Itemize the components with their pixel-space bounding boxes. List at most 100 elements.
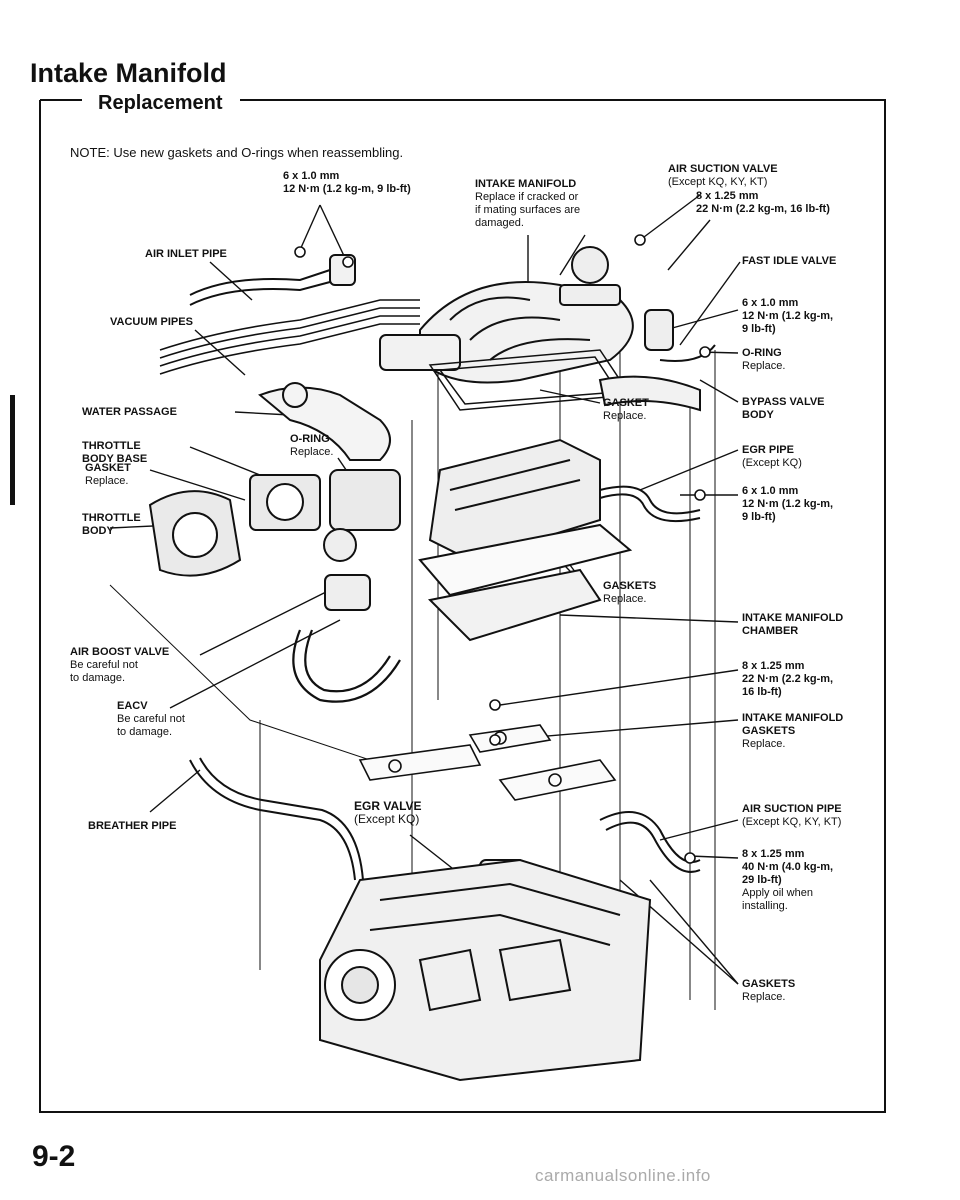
part-note: (Except KQ) (742, 457, 802, 469)
part-name: AIR SUCTION PIPE (742, 803, 842, 815)
bolt-torque: 22 N·m (2.2 kg-m, 16 lb-ft) (696, 203, 830, 215)
callout-breather-pipe: BREATHER PIPE (88, 820, 176, 833)
callout-gasket-center: GASKET Replace. (603, 397, 649, 423)
bolt-spec: 8 x 1.25 mm (742, 848, 805, 860)
part-note: damaged. (475, 217, 524, 229)
part-name: GASKET (85, 462, 131, 474)
callout-intake-manifold: INTAKE MANIFOLD Replace if cracked or if… (475, 178, 580, 230)
callout-bypass-valve-body: BYPASS VALVE BODY (742, 396, 825, 422)
part-note: Apply oil when (742, 887, 813, 899)
engine-block-shape (319, 858, 652, 1082)
vacuum-pipes-shape (159, 299, 420, 375)
fast-idle-valve-shape (644, 309, 716, 362)
callout-bolt-top-right: 8 x 1.25 mm 22 N·m (2.2 kg-m, 16 lb-ft) (696, 190, 830, 216)
callout-air-suction-pipe: AIR SUCTION PIPE (Except KQ, KY, KT) (742, 803, 842, 829)
bolt-torque: 22 N·m (2.2 kg-m, (742, 673, 834, 685)
bolt-spec: 8 x 1.25 mm (742, 660, 805, 672)
intake-manifold-gaskets-shape (358, 724, 617, 801)
part-name: GASKETS (742, 725, 796, 737)
air-inlet-pipe-shape (189, 254, 356, 306)
bolt-torque: 12 N·m (1.2 kg-m, (742, 498, 834, 510)
part-note: Replace. (742, 738, 786, 750)
callout-bolt-egr: 6 x 1.0 mm 12 N·m (1.2 kg-m, 9 lb-ft) (742, 485, 833, 524)
part-name: THROTTLE (82, 512, 141, 524)
water-passage-shape (258, 382, 391, 461)
part-name: AIR INLET PIPE (145, 248, 227, 260)
part-note: Replace. (742, 991, 786, 1003)
callout-bolt-fast-idle: 6 x 1.0 mm 12 N·m (1.2 kg-m, 9 lb-ft) (742, 297, 833, 336)
part-name: O-RING (742, 347, 782, 359)
part-name: INTAKE MANIFOLD (742, 612, 844, 624)
page-title: Intake Manifold (30, 58, 227, 88)
part-name: FAST IDLE VALVE (742, 255, 837, 267)
page-frame (39, 99, 886, 1113)
bolt-torque: 9 lb-ft) (742, 511, 776, 523)
section-heading: Replacement (90, 92, 231, 115)
callout-eacv: EACV Be careful not to damage. (117, 700, 185, 739)
callout-gasket-left: GASKET Replace. (85, 462, 131, 488)
part-note: (Except KQ, KY, KT) (742, 816, 842, 828)
callout-bolt-air-suction: 8 x 1.25 mm 40 N·m (4.0 kg-m, 29 lb-ft) … (742, 848, 833, 913)
part-note: (Except KQ) (354, 812, 420, 826)
part-name: AIR SUCTION VALVE (668, 163, 778, 175)
part-note: Replace if cracked or (475, 191, 579, 203)
part-name: GASKETS (603, 580, 657, 592)
callout-o-ring-center: O-RING Replace. (290, 433, 333, 459)
bolt-spec: 8 x 1.25 mm (696, 190, 759, 202)
callout-gaskets-bottom: GASKETS Replace. (742, 978, 795, 1004)
part-name: O-RING (290, 433, 330, 445)
callout-intake-manifold-chamber: INTAKE MANIFOLD CHAMBER (742, 612, 843, 638)
bolt-torque: 16 lb-ft) (742, 686, 782, 698)
part-name: BODY (82, 525, 114, 537)
part-note: Replace. (290, 446, 334, 458)
callout-air-suction-valve: AIR SUCTION VALVE (Except KQ, KY, KT) (668, 163, 778, 189)
part-note: to damage. (117, 726, 173, 738)
part-note: Replace. (603, 410, 647, 422)
part-name: GASKET (603, 397, 649, 409)
bolt-spec: 6 x 1.0 mm (283, 170, 340, 182)
part-name: THROTTLE (82, 440, 141, 452)
breather-pipe-shape (189, 757, 364, 881)
part-name: BODY (742, 409, 774, 421)
part-name: EGR PIPE (742, 444, 794, 456)
part-note: Be careful not (117, 713, 185, 725)
callout-air-boost-valve: AIR BOOST VALVE Be careful not to damage… (70, 646, 169, 685)
bypass-valve-body-shape (598, 375, 701, 412)
part-note: Replace. (742, 360, 786, 372)
part-note: to damage. (70, 672, 126, 684)
callout-water-passage: WATER PASSAGE (82, 406, 177, 419)
part-name: GASKETS (742, 978, 796, 990)
air-suction-pipe-shape (599, 811, 701, 873)
callout-egr-valve: EGR VALVE (Except KQ) (354, 800, 422, 826)
intake-manifold-shape (379, 281, 634, 384)
reassembly-note: NOTE: Use new gaskets and O-rings when r… (70, 145, 404, 160)
callout-air-inlet-pipe: AIR INLET PIPE (145, 248, 227, 261)
page-number: 9-2 (32, 1140, 76, 1173)
bolt-torque: 9 lb-ft) (742, 323, 776, 335)
part-name: CHAMBER (742, 625, 799, 637)
part-note: Be careful not (70, 659, 138, 671)
throttle-body-shape (148, 469, 401, 577)
bolt-torque: 29 lb-ft) (742, 874, 782, 886)
part-note: Replace. (603, 593, 647, 605)
callout-gaskets-center: GASKETS Replace. (603, 580, 656, 606)
part-name: BYPASS VALVE (742, 396, 825, 408)
watermark-text: carmanualsonline.info (535, 1166, 711, 1185)
part-name: INTAKE MANIFOLD (475, 178, 577, 190)
part-name: INTAKE MANIFOLD (742, 712, 844, 724)
intake-manifold-chamber-shape (418, 438, 633, 642)
callout-throttle-body: THROTTLE BODY (82, 512, 141, 538)
callout-vacuum-pipes: VACUUM PIPES (110, 316, 193, 329)
bolt-torque: 40 N·m (4.0 kg-m, (742, 861, 834, 873)
egr-pipe-shape (599, 485, 701, 523)
callout-bolt-top-left: 6 x 1.0 mm 12 N·m (1.2 kg-m, 9 lb-ft) (283, 170, 411, 196)
part-name: AIR BOOST VALVE (70, 646, 170, 658)
air-suction-valve-shape (559, 246, 621, 306)
part-note: if mating surfaces are (475, 204, 581, 216)
part-name: EGR VALVE (354, 799, 422, 813)
part-name: BODY BASE (82, 453, 148, 465)
bolt-torque: 12 N·m (1.2 kg-m, (742, 310, 834, 322)
callout-egr-pipe: EGR PIPE (Except KQ) (742, 444, 802, 470)
callout-throttle-body-base: THROTTLE BODY BASE (82, 440, 147, 466)
part-note: Replace. (85, 475, 129, 487)
